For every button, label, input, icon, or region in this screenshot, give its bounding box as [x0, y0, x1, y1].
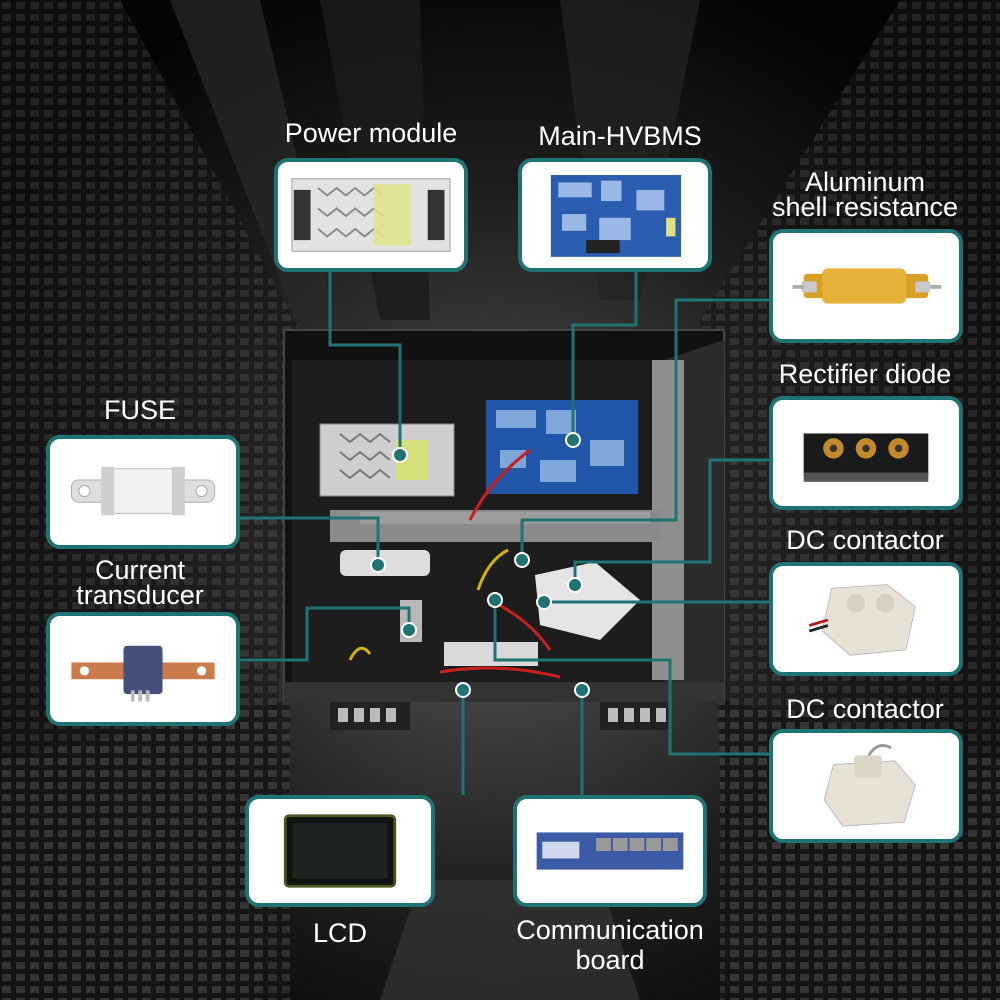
- main-hvbms-label: Main-HVBMS: [538, 121, 702, 151]
- power-module-label: Power module: [284, 118, 458, 148]
- lcd-label: LCD: [312, 918, 367, 948]
- lcd-card: [245, 795, 435, 907]
- fuse-label: FUSE: [103, 395, 176, 425]
- dc-contactor-1-card: [769, 562, 963, 676]
- rectifier-diode-card: [769, 396, 963, 510]
- fuse-image: [70, 466, 216, 516]
- current-transducer-label-line2: transducer: [76, 580, 204, 610]
- communication-board-label-line2: board: [575, 945, 645, 975]
- diode-module-image: [803, 433, 929, 482]
- lcd-screen-image: [283, 814, 397, 888]
- dc-contactor-2-card: [769, 729, 963, 843]
- current-transducer-label-line1: Current: [94, 555, 186, 585]
- fuse-card: [46, 435, 240, 549]
- main-hvbms-card: [518, 158, 712, 272]
- dc-contactor-2-label: DC contactor: [786, 694, 944, 724]
- communication-board-label-line1: Communication: [516, 915, 704, 945]
- power-module-card: [274, 158, 468, 272]
- aluminum-shell-resistance-label-line1: Aluminum: [804, 167, 926, 197]
- communication-board-card: [513, 795, 707, 907]
- aluminum-shell-resistance-label-line2: shell resistance: [771, 192, 959, 222]
- rectifier-diode-label: Rectifier diode: [778, 359, 952, 389]
- current-transducer-card: [46, 612, 240, 726]
- contactor-image: [808, 584, 916, 656]
- aluminum-shell-resistance-card: [769, 229, 963, 343]
- dc-contactor-1-label: DC contactor: [786, 525, 944, 555]
- power-supply-image: [291, 178, 451, 252]
- current-transducer-image: [71, 645, 215, 702]
- circuit-board-image: [550, 175, 682, 257]
- communication-board-image: [536, 832, 684, 870]
- contactor-image: [823, 744, 916, 827]
- resistor-image: [792, 268, 942, 304]
